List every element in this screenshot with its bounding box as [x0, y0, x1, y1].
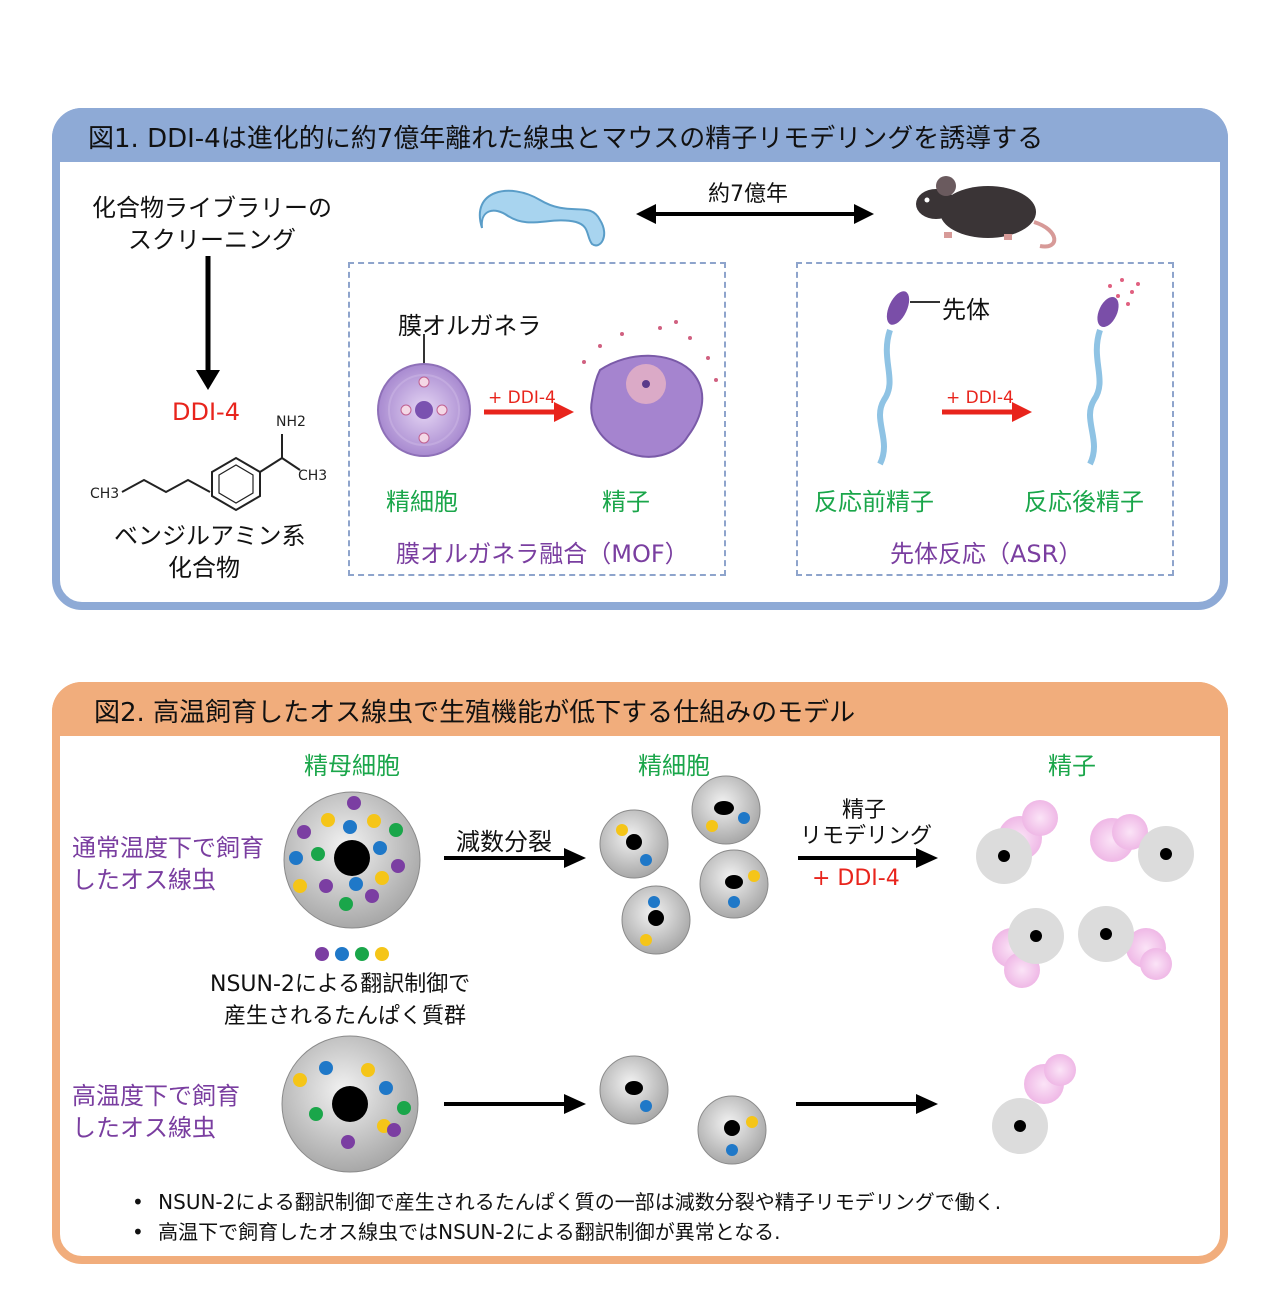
sperm-after-icon	[1087, 278, 1140, 466]
row-high-line1: 高温度下で飼育	[72, 1082, 240, 1110]
evolution-label: 約7億年	[708, 182, 788, 207]
chem-nh2: NH2	[276, 414, 306, 430]
compound-class-line2: 化合物	[168, 554, 240, 582]
figure2-panel: 図2. 高温飼育したオス線虫で生殖機能が低下する仕組みのモデル	[52, 682, 1228, 1264]
asr-caption: 先体反応（ASR）	[890, 540, 1083, 568]
asr-arrow-label: + DDI-4	[946, 388, 1014, 408]
worm-icon	[478, 189, 606, 247]
protein-legend-dots	[315, 947, 389, 961]
chem-ch3-right: CH3	[298, 468, 327, 484]
figure2-title: 図2. 高温飼育したオス線虫で生殖機能が低下する仕組みのモデル	[94, 698, 856, 728]
spermatid-cell-icon	[377, 363, 471, 457]
remodeling-arrow	[798, 848, 938, 868]
bullet-mark: •	[132, 1190, 144, 1214]
mof-sperm-label: 精子	[602, 488, 650, 516]
sperm-before-icon	[877, 291, 940, 466]
asr-before-label: 反応前精子	[814, 488, 934, 516]
protein-label-line1: NSUN-2による翻訳制御で	[210, 972, 471, 997]
screening-label-line2: スクリーニング	[128, 226, 296, 254]
mof-arrow	[484, 402, 574, 422]
figure2-header: 図2. 高温飼育したオス線虫で生殖機能が低下する仕組みのモデル	[52, 682, 1228, 736]
bullet-1: • NSUN-2による翻訳制御で産生されるたんぱく質の一部は減数分裂や精子リモデ…	[132, 1186, 1001, 1215]
chem-ch3-left: CH3	[90, 486, 119, 502]
row-normal-line1: 通常温度下で飼育	[72, 834, 264, 862]
spermatids-normal	[599, 775, 769, 955]
spermatocyte-normal	[283, 791, 421, 929]
mof-arrow-label: + DDI-4	[488, 388, 556, 408]
mof-box	[348, 262, 726, 576]
mof-caption: 膜オルガネラ融合（MOF）	[396, 540, 689, 568]
bullet-2: • 高温下で飼育したオス線虫ではNSUN-2による翻訳制御が異常となる.	[132, 1216, 781, 1245]
asr-after-label: 反応後精子	[1024, 488, 1144, 516]
asr-arrow	[942, 402, 1032, 422]
meiosis-arrow-normal	[444, 848, 586, 868]
mouse-icon	[916, 176, 1057, 249]
figure1-header: 図1. DDI-4は進化的に約7億年離れた線虫とマウスの精子リモデリングを誘導す…	[52, 108, 1228, 162]
row-high-line2: したオス線虫	[72, 1114, 216, 1142]
col-sperm: 精子	[1048, 752, 1096, 780]
meiosis-label: 減数分裂	[456, 828, 552, 856]
bullet-1-text: NSUN-2による翻訳制御で産生されるたんぱく質の一部は減数分裂や精子リモデリン…	[158, 1190, 1002, 1214]
remodeling-line1: 精子	[842, 798, 887, 823]
screening-arrow	[196, 256, 220, 390]
figure1-graphics: NH2 CH3 CH3	[90, 176, 1140, 512]
compound-class-line1: ベンジルアミン系	[114, 522, 306, 550]
spermatocyte-high	[281, 1035, 419, 1173]
bullet-2-text: 高温下で飼育したオス線虫ではNSUN-2による翻訳制御が異常となる.	[158, 1220, 781, 1244]
organelle-label: 膜オルガネラ	[398, 312, 542, 340]
compound-name: DDI-4	[172, 398, 240, 426]
col-spermatocyte: 精母細胞	[304, 752, 400, 780]
bullet-mark: •	[132, 1220, 144, 1244]
figure2-graphics	[281, 775, 1194, 1173]
activated-sperm-icon	[582, 320, 718, 458]
sperm-high	[992, 1054, 1076, 1154]
remodeling-arrow-high	[796, 1094, 938, 1114]
row-normal-line2: したオス線虫	[72, 866, 216, 894]
sperm-normal	[976, 800, 1194, 988]
asr-box	[796, 262, 1174, 576]
figure1-title: 図1. DDI-4は進化的に約7億年離れた線虫とマウスの精子リモデリングを誘導す…	[88, 124, 1044, 154]
ddi4-label: + DDI-4	[812, 866, 900, 891]
spermatids-high	[599, 1055, 767, 1165]
figure1-panel: 図1. DDI-4は進化的に約7億年離れた線虫とマウスの精子リモデリングを誘導す…	[52, 108, 1228, 610]
mof-spermatid-label: 精細胞	[386, 488, 458, 516]
evolution-arrow	[636, 204, 874, 224]
remodeling-line2: リモデリング	[800, 824, 933, 849]
screening-label-line1: 化合物ライブラリーの	[92, 194, 332, 222]
acrosome-label: 先体	[942, 296, 990, 324]
benzylamine-structure	[121, 434, 301, 512]
col-spermatid: 精細胞	[638, 752, 710, 780]
protein-label-line2: 産生されるたんぱく質群	[224, 1004, 467, 1029]
meiosis-arrow-high	[444, 1094, 586, 1114]
